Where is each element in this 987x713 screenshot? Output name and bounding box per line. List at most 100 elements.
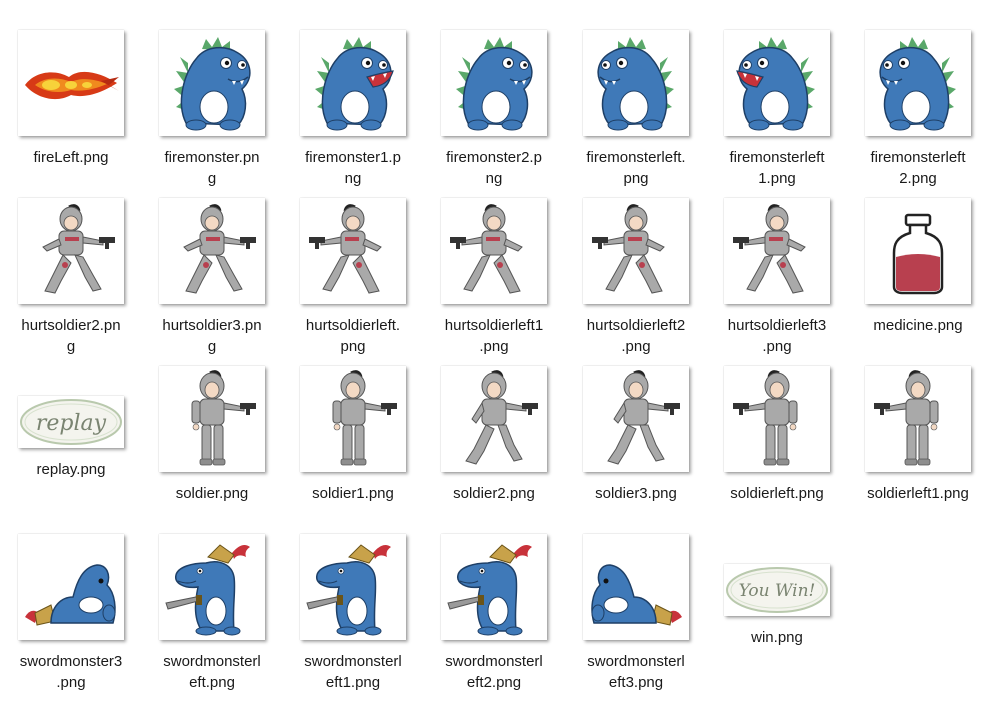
replay-badge-icon: replay	[18, 396, 124, 448]
sword-monster-lying-right-icon	[586, 537, 686, 637]
file-name: swordmonsterl eft3.png	[587, 653, 685, 691]
file-item[interactable]: swordmonsterl eft3.png	[574, 534, 698, 693]
file-item[interactable]: swordmonster3 .png	[9, 534, 133, 693]
sword-monster-thumbnail	[583, 534, 689, 640]
sword-monster-thumbnail	[300, 534, 406, 640]
file-item[interactable]: soldier2.png	[432, 366, 556, 504]
file-item[interactable]: soldier.png	[150, 366, 274, 504]
file-name: hurtsoldier2.pn g	[21, 317, 121, 355]
hurt-soldier-left-icon	[444, 201, 544, 301]
file-name: soldierleft1.png	[867, 485, 969, 502]
file-item[interactable]: firemonster1.p ng	[291, 30, 415, 189]
soldier-thumbnail	[583, 366, 689, 472]
sword-monster-icon	[303, 537, 403, 637]
file-name: hurtsoldierleft2 .png	[586, 317, 686, 355]
soldier-icon	[162, 369, 262, 469]
blue-monster-icon	[444, 33, 544, 133]
file-name: soldier2.png	[453, 485, 535, 502]
monster-thumbnail	[300, 30, 406, 136]
soldier-thumbnail	[441, 198, 547, 304]
monster-thumbnail	[441, 30, 547, 136]
sword-monster-thumbnail	[441, 534, 547, 640]
blue-monster-roar-icon	[303, 33, 403, 133]
win-badge-icon: You Win!	[724, 564, 830, 616]
file-name: swordmonsterl eft1.png	[304, 653, 402, 691]
soldier-left-icon	[727, 369, 827, 469]
monster-thumbnail	[583, 30, 689, 136]
blue-monster-left-icon	[868, 33, 968, 133]
file-item[interactable]: hurtsoldier3.pn g	[150, 198, 274, 357]
file-name: swordmonsterl eft.png	[163, 653, 261, 691]
file-name: soldier3.png	[595, 485, 677, 502]
file-name: firemonsterleft. png	[586, 149, 686, 187]
file-name: firemonsterleft 1.png	[729, 149, 825, 187]
file-name: hurtsoldierleft1 .png	[444, 317, 544, 355]
file-item[interactable]: hurtsoldierleft. png	[291, 198, 415, 357]
file-name: hurtsoldierleft3 .png	[727, 317, 827, 355]
file-item[interactable]: firemonsterleft 2.png	[856, 30, 980, 189]
monster-thumbnail	[159, 30, 265, 136]
file-item[interactable]: replay replay.png	[9, 366, 133, 480]
file-item[interactable]: hurtsoldierleft1 .png	[432, 198, 556, 357]
sword-monster-icon	[444, 537, 544, 637]
sword-monster-lying-icon	[21, 537, 121, 637]
file-item[interactable]: soldier1.png	[291, 366, 415, 504]
file-item[interactable]: firemonsterleft 1.png	[715, 30, 839, 189]
soldier-thumbnail	[724, 198, 830, 304]
sword-monster-thumbnail	[18, 534, 124, 640]
file-item[interactable]: hurtsoldier2.pn g	[9, 198, 133, 357]
file-item[interactable]: firemonsterleft. png	[574, 30, 698, 189]
hurt-soldier-left-icon	[586, 201, 686, 301]
hurt-soldier-left-icon	[303, 201, 403, 301]
file-name: firemonsterleft 2.png	[870, 149, 966, 187]
hurt-soldier-left-icon	[727, 201, 827, 301]
file-item[interactable]: hurtsoldierleft2 .png	[574, 198, 698, 357]
file-item[interactable]: soldierleft1.png	[856, 366, 980, 504]
file-item[interactable]: swordmonsterl eft.png	[150, 534, 274, 693]
monster-thumbnail	[724, 30, 830, 136]
soldier-thumbnail	[18, 198, 124, 304]
file-name: win.png	[751, 629, 803, 646]
file-name: firemonster2.p ng	[446, 149, 542, 187]
win-thumbnail: You Win!	[724, 564, 830, 616]
sword-monster-thumbnail	[159, 534, 265, 640]
blue-monster-left-roar-icon	[727, 33, 827, 133]
file-item[interactable]: firemonster2.p ng	[432, 30, 556, 189]
file-name: medicine.png	[873, 317, 963, 334]
sword-monster-icon	[162, 537, 262, 637]
file-item[interactable]: soldierleft.png	[715, 366, 839, 504]
blue-monster-left-icon	[586, 33, 686, 133]
file-item[interactable]: You Win! win.png	[715, 534, 839, 648]
soldier-left-icon	[868, 369, 968, 469]
file-name: swordmonsterl eft2.png	[445, 653, 543, 691]
file-name: swordmonster3 .png	[19, 653, 123, 691]
medicine-thumbnail	[865, 198, 971, 304]
file-item[interactable]: fireLeft.png	[9, 30, 133, 168]
hurt-soldier-icon	[21, 201, 121, 301]
soldier-thumbnail	[865, 366, 971, 472]
file-name: soldier1.png	[312, 485, 394, 502]
file-name: soldier.png	[175, 485, 249, 502]
soldier-thumbnail	[159, 198, 265, 304]
file-item[interactable]: medicine.png	[856, 198, 980, 336]
soldier-thumbnail	[583, 198, 689, 304]
soldier-walking-icon	[586, 369, 686, 469]
file-name: firemonster1.p ng	[305, 149, 401, 187]
medicine-jar-icon	[868, 201, 968, 301]
blue-monster-icon	[162, 33, 262, 133]
win-badge-text: You Win!	[739, 581, 816, 601]
file-item[interactable]: swordmonsterl eft1.png	[291, 534, 415, 693]
fire-icon	[21, 33, 121, 133]
file-item[interactable]: hurtsoldierleft3 .png	[715, 198, 839, 357]
file-item[interactable]: swordmonsterl eft2.png	[432, 534, 556, 693]
replay-thumbnail: replay	[18, 396, 124, 448]
file-item[interactable]: firemonster.pn g	[150, 30, 274, 189]
file-item[interactable]: soldier3.png	[574, 366, 698, 504]
file-name: firemonster.pn g	[164, 149, 260, 187]
replay-badge-text: replay	[36, 411, 107, 436]
file-name: soldierleft.png	[730, 485, 824, 502]
soldier-thumbnail	[300, 198, 406, 304]
soldier-icon	[303, 369, 403, 469]
file-name: hurtsoldier3.pn g	[162, 317, 262, 355]
file-name: fireLeft.png	[33, 149, 109, 166]
